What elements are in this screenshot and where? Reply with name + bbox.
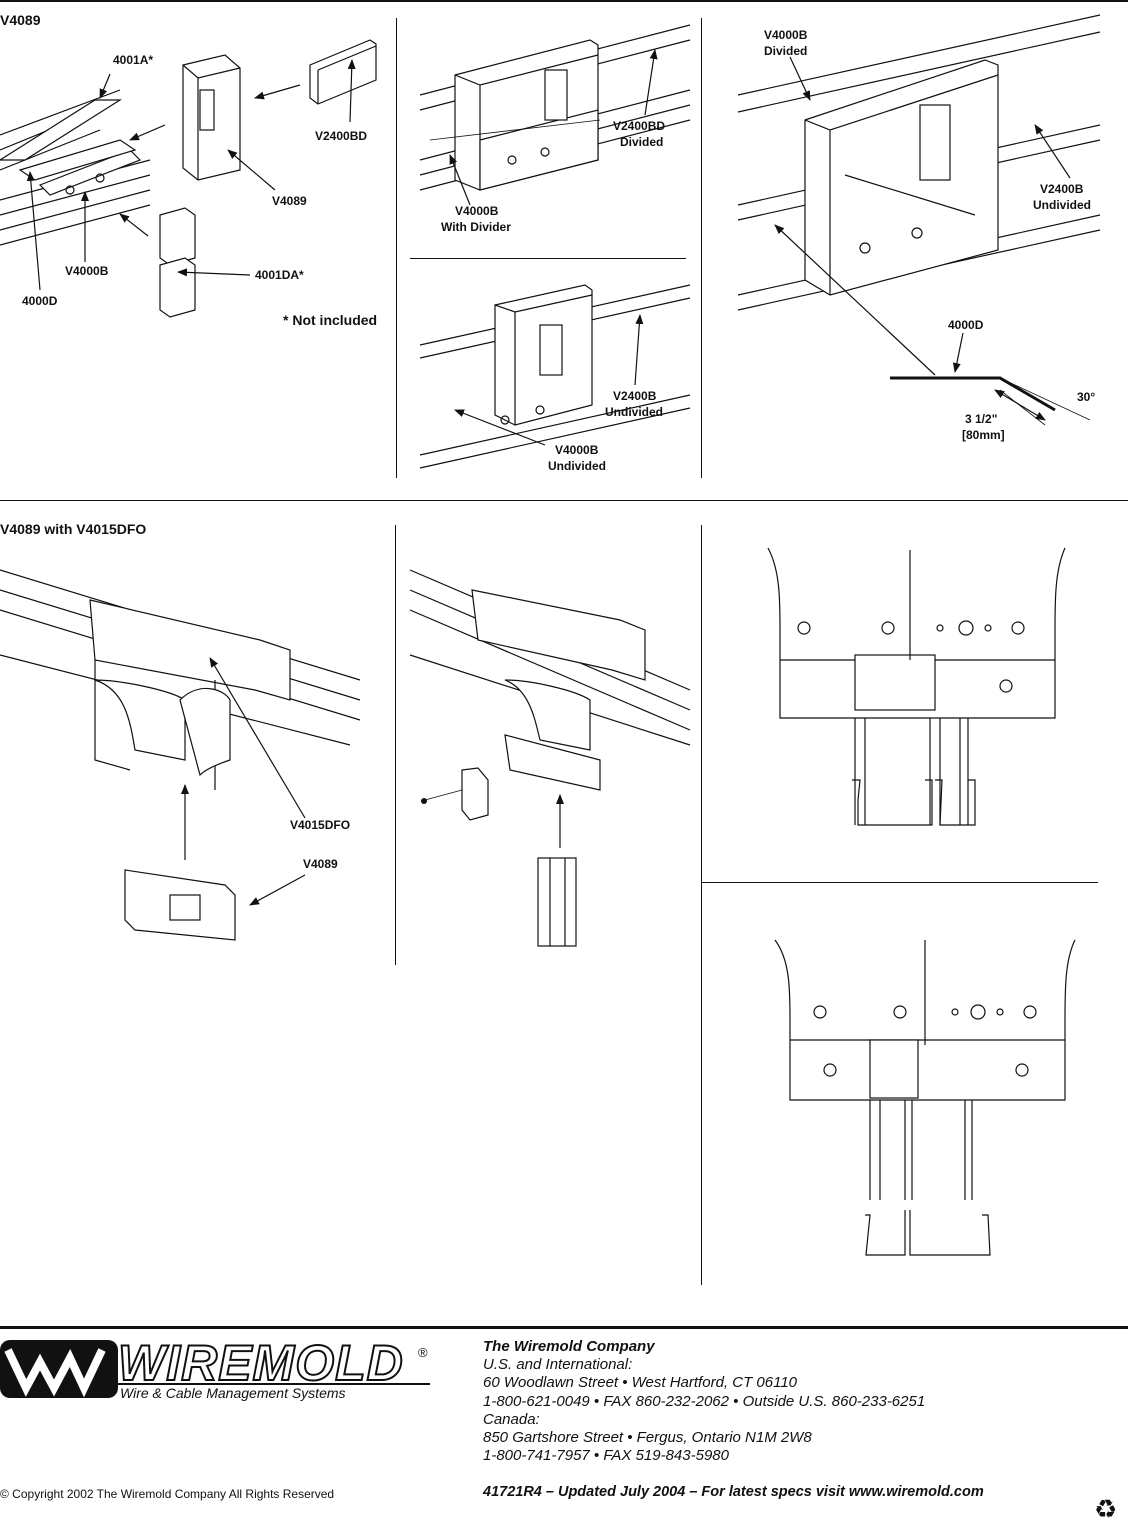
address-line-6: 1-800-741-7957 • FAX 519-843-5980 [483, 1447, 729, 1465]
label-p4-v4000b: V4000B [764, 28, 808, 42]
copyright: © Copyright 2002 The Wiremold Company Al… [0, 1487, 335, 1501]
section-divider [0, 500, 1128, 501]
label-p4-undivided: Undivided [1033, 198, 1091, 212]
logo-mark [0, 1340, 430, 1398]
label-p3-v4000b: V4000B [555, 443, 599, 457]
wiremold-logo [0, 1340, 432, 1404]
label-4000d: 4000D [22, 294, 58, 308]
company-name: The Wiremold Company [483, 1338, 655, 1355]
label-p2-v2400bd: V2400BD [613, 119, 665, 133]
address-line-3: 1-800-621-0049 • FAX 860-232-2062 • Outs… [483, 1392, 926, 1410]
section-title-v4089-v4015dfo: V4089 with V4015DFO [0, 521, 147, 537]
label-v4000b: V4000B [65, 264, 109, 278]
address-line-1: U.S. and International: [483, 1356, 633, 1374]
panel-cross-section-top [767, 547, 1066, 826]
divider-right-panel [701, 882, 1098, 883]
divider-mid-panel [410, 258, 686, 259]
panel-undivided: V2400B Undivided V4000B Undivided [419, 284, 691, 473]
divider-bottom-1 [395, 525, 396, 965]
label-p2-v4000b: V4000B [455, 204, 499, 218]
document-number: 41721R4 – Updated July 2004 – For latest… [483, 1484, 984, 1500]
label-p4-dim: 3 1/2" [965, 412, 997, 426]
panel-cross-section-bottom [774, 939, 1076, 1256]
divider-top-1 [396, 18, 397, 478]
label-p2-with-divider: With Divider [441, 220, 511, 234]
logo-registered: ® [418, 1345, 428, 1360]
label-p4-4000d: 4000D [948, 318, 984, 332]
label-p3-undivided: Undivided [605, 405, 663, 419]
section-title-v4089: V4089 [0, 12, 41, 28]
recycle-icon: ♻ [1094, 1494, 1118, 1524]
label-p3-undivided-2: Undivided [548, 459, 606, 473]
panel-v4015dfo: V4015DFO V4089 [0, 569, 361, 941]
label-p4-angle: 30° [1077, 390, 1095, 404]
address-line-2: 60 Woodlawn Street • West Hartford, CT 0… [483, 1374, 798, 1392]
label-v2400bd: V2400BD [315, 129, 367, 143]
address-line-5: 850 Gartshore Street • Fergus, Ontario N… [483, 1429, 812, 1447]
label-not-included: * Not included [283, 312, 377, 328]
label-p4-divided: Divided [764, 44, 807, 58]
panel-exploded-view: 4001A* V2400BD V4089 V4000B 4000D 4001DA… [0, 39, 377, 328]
panel-v4015dfo-assembly [409, 569, 691, 947]
label-p3-v2400b: V2400B [613, 389, 657, 403]
label-p4-v2400b: V2400B [1040, 182, 1084, 196]
divider-top-2 [701, 18, 702, 478]
panel-divided-detail: V4000B Divided V2400B Undivided 4000D 30… [737, 14, 1101, 442]
footer-rule [0, 1326, 1128, 1329]
panel-with-divider: V4000B With Divider V2400BD Divided [419, 24, 691, 234]
label-4001da: 4001DA* [255, 268, 304, 282]
label-p5-v4089: V4089 [303, 857, 338, 871]
label-4001a: 4001A* [113, 53, 153, 67]
logo-tagline: Wire & Cable Management Systems [120, 1385, 346, 1401]
label-p4-dim-mm: [80mm] [962, 428, 1005, 442]
address-line-4: Canada: [483, 1410, 540, 1428]
logo-wordmark: WIREMOLD [117, 1334, 404, 1392]
top-border [0, 0, 1128, 2]
divider-bottom-2 [701, 525, 702, 1285]
company-address: The Wiremold Company U.S. and Internatio… [483, 1338, 925, 1465]
label-p2-divided: Divided [620, 135, 663, 149]
label-v4015dfo: V4015DFO [290, 818, 350, 832]
label-v4089: V4089 [272, 194, 307, 208]
